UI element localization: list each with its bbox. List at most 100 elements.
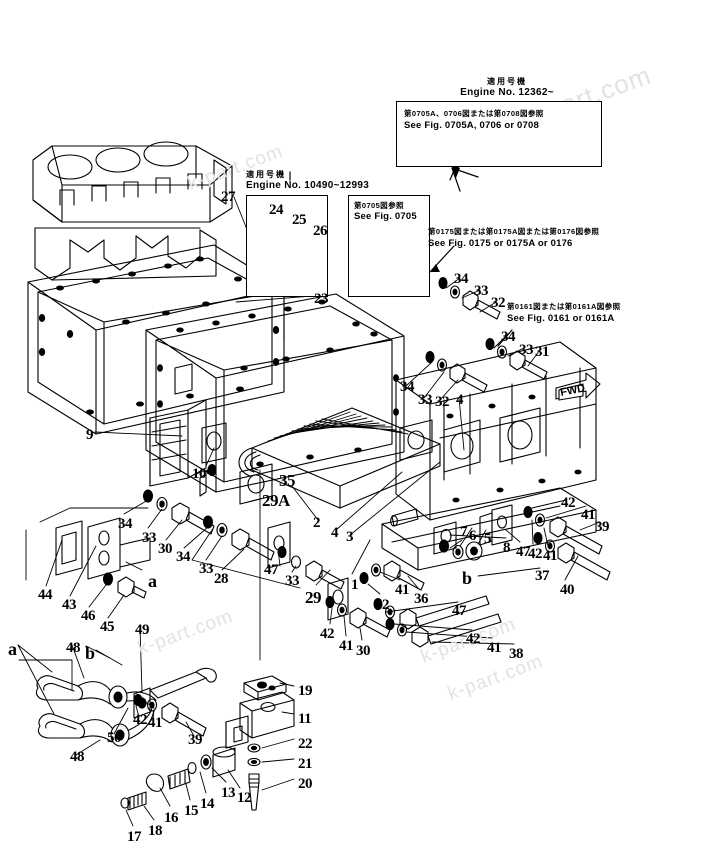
callout-42: 42 [466,631,481,647]
hose-assembly-bottom-left [35,675,157,747]
gasket-plate-23 [145,293,405,493]
callout-32: 32 [491,295,506,311]
note-0175-jp: 第0175図または第0175A図または第0176図参照 [428,227,600,236]
callout-41: 41 [487,640,502,656]
callout-34: 34 [400,379,415,395]
callout-a: a [8,639,17,659]
left-cover-plates [55,517,151,580]
callout-41: 41 [543,548,558,564]
callout-27: 27 [221,189,236,205]
callout-19: 19 [298,683,313,699]
callout-50: 50 [107,730,122,746]
callout-3: 3 [346,529,354,545]
callout-42: 42 [561,495,576,511]
callout-42: 42 [528,546,543,562]
callout-47: 47 [452,603,467,619]
callout-41: 41 [339,638,354,654]
callout-20: 20 [298,776,313,792]
left-header-en: Engine No. 10490~12993 [246,180,370,191]
callout-38: 38 [509,646,524,662]
note-0161-jp: 第0161図または第0161A図参照 [507,302,621,311]
callout-36: 36 [414,591,429,607]
callout-46: 46 [81,608,96,624]
note-0175-en: See Fig. 0175 or 0175A or 0176 [428,238,573,249]
left-header-jp: 適用号機 [246,170,286,179]
callout-1: 1 [351,577,359,593]
callout-11: 11 [298,711,312,727]
callout-41: 41 [581,507,596,523]
callout-39: 39 [595,519,610,535]
engine-block-illustration [32,141,233,281]
callout-30: 30 [356,643,371,659]
leader-lines [17,196,601,827]
callout-33: 33 [519,342,534,358]
callout-29A: 29A [262,491,290,510]
callout-35: 35 [279,471,296,490]
callout-21: 21 [298,756,313,772]
group-brackets [18,469,301,691]
callout-41: 41 [395,582,410,598]
cooler-cover-plate [443,407,541,473]
callout-34: 34 [118,516,133,532]
mounting-bracket-small [433,504,513,555]
callout-7: 7 [460,524,468,540]
callout-42: 42 [375,597,390,613]
callout-34: 34 [454,271,469,287]
note-box-0705 [348,195,430,297]
callout-2: 2 [313,515,321,531]
callout-26: 26 [313,223,328,239]
flange-detail-10 [199,463,217,497]
callout-47: 47 [264,562,279,578]
note-box-0705a [396,101,602,167]
callout-45: 45 [100,619,115,635]
note-0161-en: See Fig. 0161 or 0161A [507,313,615,324]
note-0705a-en: See Fig. 0705A, 0706 or 0708 [404,120,539,131]
callout-17: 17 [127,829,142,845]
callout-13: 13 [221,785,236,801]
callout-8: 8 [503,540,511,556]
callout-18: 18 [148,823,163,839]
callout-15: 15 [184,803,199,819]
callout-48: 48 [66,640,81,656]
oil-cooler-housing [149,399,227,487]
callout-28: 28 [214,571,229,587]
callout-44: 44 [38,587,53,603]
callout-4: 4 [331,525,339,541]
callout-30: 30 [158,541,173,557]
fwd-arrow-marker [555,372,601,401]
fastener-bolts [102,232,611,737]
clamp-49-assembly [133,667,217,719]
oil-cooler-main-body [395,341,597,521]
callout-24: 24 [269,202,284,218]
right-bracket-frame [381,487,597,571]
callout-39: 39 [188,732,203,748]
callout-42: 42 [320,626,335,642]
callout-4: 4 [456,392,464,408]
callout-33: 33 [199,561,214,577]
callout-49: 49 [135,622,150,638]
callout-25: 25 [292,212,307,228]
note-0705-en: See Fig. 0705 [354,211,417,222]
callout-6: 6 [469,528,477,544]
callout-b: b [462,568,472,588]
callout-48: 48 [70,749,85,765]
callout-23: 23 [314,291,329,307]
callout-47: 47 [516,544,531,560]
note-box-engine-range [246,195,328,297]
callout-37: 37 [535,568,550,584]
note-0705a-jp: 第0705A、0706図または第0708図参照 [404,109,544,118]
callout-43: 43 [62,597,77,613]
callout-31: 31 [535,344,550,360]
callout-14: 14 [200,796,215,812]
callout-16: 16 [164,810,179,826]
top-header-en: Engine No. 12362~ [460,87,554,98]
callout-b: b [85,643,95,663]
callout-34: 34 [501,329,516,345]
callout-41: 41 [148,715,163,731]
callout-32: 32 [435,394,450,410]
callout-9: 9 [86,427,94,443]
callout-40: 40 [560,582,575,598]
note-0705-jp: 第0705図参照 [354,201,404,210]
